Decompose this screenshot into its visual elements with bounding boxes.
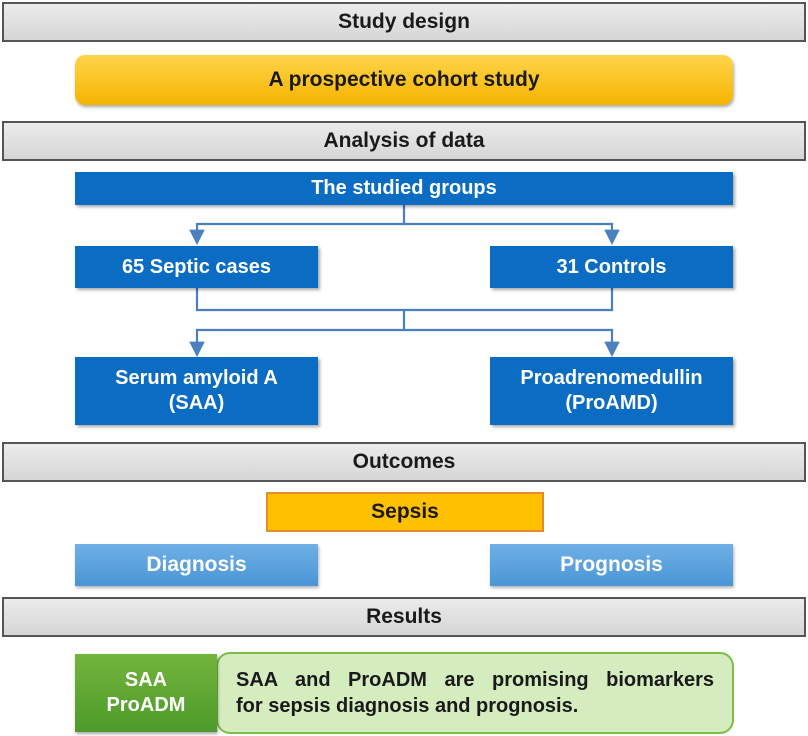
sepsis-label: Sepsis xyxy=(371,500,439,523)
biomarker-tag-proadm: ProADM xyxy=(106,694,186,716)
conclusion-line-1: SAA and ProADM are promising biomarkers xyxy=(236,669,714,691)
study-type-box: A prospective cohort study xyxy=(75,55,733,105)
section-analysis-label: Analysis of data xyxy=(323,129,485,152)
section-analysis: Analysis of data xyxy=(2,121,806,161)
arrow-to-controls xyxy=(404,222,620,246)
section-study-design: Study design xyxy=(2,2,806,42)
saa-marker-name: Serum amyloid A xyxy=(115,367,278,389)
section-results: Results xyxy=(2,597,806,637)
sepsis-box: Sepsis xyxy=(266,492,544,532)
biomarker-tag: SAA ProADM xyxy=(75,654,217,732)
line-from-septic xyxy=(195,288,614,312)
arrow-to-saa xyxy=(189,328,404,358)
conclusion-box: SAA and ProADM are promising biomarkers … xyxy=(216,652,734,734)
study-type-label: A prospective cohort study xyxy=(268,68,540,91)
section-outcomes-label: Outcomes xyxy=(352,450,456,473)
saa-marker-abbrev: (SAA) xyxy=(168,392,225,414)
septic-cases-box: 65 Septic cases xyxy=(75,246,318,288)
septic-cases-label: 65 Septic cases xyxy=(122,255,271,278)
saa-marker-box: Serum amyloid A (SAA) xyxy=(75,357,318,425)
proadm-marker-abbrev: (ProAMD) xyxy=(565,392,658,414)
arrow-to-septic xyxy=(189,205,406,246)
controls-box: 31 Controls xyxy=(490,246,733,288)
studied-groups-box: The studied groups xyxy=(75,172,733,205)
controls-label: 31 Controls xyxy=(556,255,667,278)
proadm-marker-name: Proadrenomedullin xyxy=(520,367,703,389)
section-results-label: Results xyxy=(366,605,442,628)
biomarker-tag-saa: SAA xyxy=(124,669,168,691)
section-study-design-label: Study design xyxy=(338,10,470,33)
diagnosis-box: Diagnosis xyxy=(75,544,318,586)
proadm-marker-box: Proadrenomedullin (ProAMD) xyxy=(490,357,733,425)
section-outcomes: Outcomes xyxy=(2,442,806,482)
conclusion-line-2: for sepsis diagnosis and prognosis. xyxy=(236,695,579,717)
diagnosis-label: Diagnosis xyxy=(146,553,247,576)
conclusion-text: SAA and ProADM are promising biomarkers … xyxy=(236,667,714,719)
arrow-to-proadm xyxy=(404,328,620,358)
studied-groups-label: The studied groups xyxy=(311,177,497,199)
prognosis-box: Prognosis xyxy=(490,544,733,586)
prognosis-label: Prognosis xyxy=(560,553,663,576)
